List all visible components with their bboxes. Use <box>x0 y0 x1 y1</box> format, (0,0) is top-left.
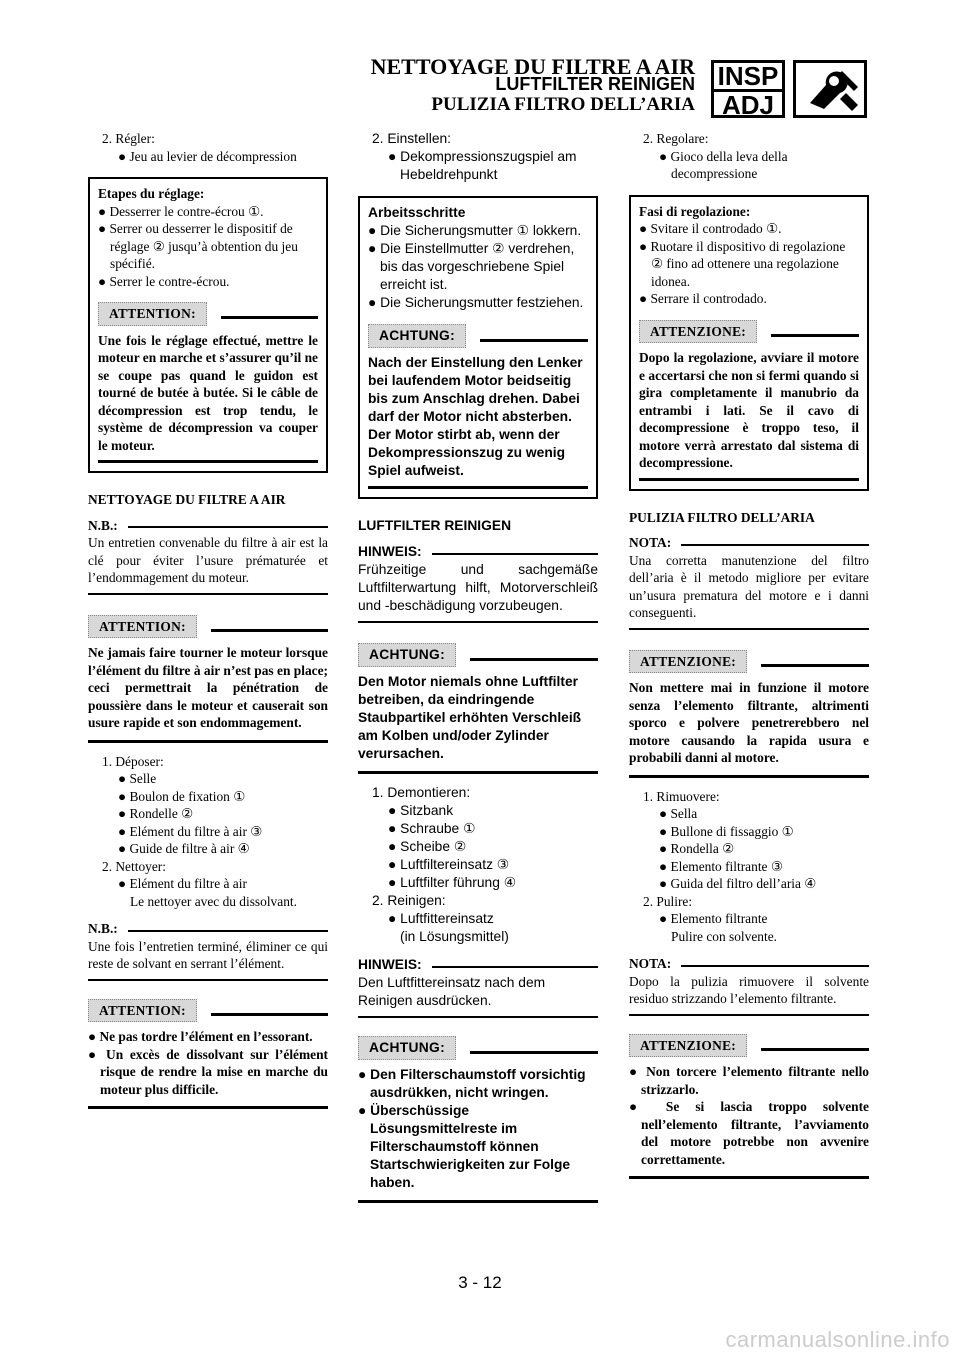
it-step2: 2. Regolare: <box>643 131 709 146</box>
it-note-2-label: NOTA: <box>629 955 869 973</box>
fr-box-bullet-1: ● Desserrer le contre-écrou ①. <box>98 203 264 219</box>
fr-note-1-text: Un entretien convenable du filtre à air … <box>88 535 328 585</box>
it-box-title: Fasi di regolazione: <box>639 203 751 219</box>
de-warning-1-label: ACHTUNG: <box>358 643 598 667</box>
fr-warning-1-label: ATTENTION: <box>88 614 328 638</box>
it-step2-clean: 2. Pulire: <box>643 893 693 909</box>
it-warning-1-text: Non mettere mai in funzione il motore se… <box>629 680 869 765</box>
de-step2-clean-bullet: ● Luftfittereinsatz <box>388 911 494 926</box>
it-note-1-text: Una corretta manutenzione del filtro del… <box>629 552 869 621</box>
it-box-bullet-3: ● Serrare il controdado. <box>639 291 767 306</box>
it-step1-bullet-4: ● Elemento filtrante ③ <box>659 858 783 874</box>
de-warning-2-label: ACHTUNG: <box>358 1036 598 1060</box>
badge-adj: ADJ <box>721 90 774 120</box>
de-step2-bullet: ● Dekompressionszugspiel am Hebeldrehpun… <box>388 149 577 182</box>
it-warning-2-bullet-2: ● Se si lascia troppo solvente nell’elem… <box>629 1099 869 1167</box>
it-box-bullet-2: ● Ruotare il dispositivo di regolazione … <box>639 238 846 289</box>
it-step2-clean-bullet: ● Elemento filtrante <box>659 911 768 926</box>
fr-step2-clean: 2. Nettoyer: <box>102 858 166 874</box>
watermark: carmanualsonline.info <box>725 1327 950 1352</box>
de-step2-clean: 2. Reinigen: <box>372 893 446 908</box>
fr-box-warning-text: Une fois le réglage effectué, mettre le … <box>98 332 318 453</box>
de-note-1-label: HINWEIS: <box>358 543 598 561</box>
de-warning-2-bullet-1: ● Den Filterschaumstoff vorsichtig ausdr… <box>358 1067 586 1100</box>
it-step1-bullet-5: ● Guida del filtro dell’aria ④ <box>659 876 817 891</box>
fr-box-warning-label: ATTENTION: <box>98 302 318 326</box>
it-step1-bullet-1: ● Sella <box>659 806 698 821</box>
de-note-2-label: HINWEIS: <box>358 956 598 974</box>
fr-step1-bullet-1: ● Selle <box>118 771 157 786</box>
de-box-bullet-3: ● Die Sicherungsmutter festziehen. <box>368 295 584 310</box>
fr-step2-clean-detail: Le nettoyer avec du dissolvant. <box>130 893 297 909</box>
it-step1-bullet-2: ● Bullone di fissaggio ① <box>659 823 794 839</box>
de-box-bullet-2: ● Die Einstellmutter ② verdrehen, bis da… <box>368 241 575 292</box>
fr-step2-bullet: ● Jeu au levier de décompression <box>118 148 297 164</box>
de-box-warning-text: Nach der Einstellung den Lenker bei lauf… <box>368 355 583 478</box>
fr-step1-bullet-4: ● Elément du filtre à air ③ <box>118 823 263 839</box>
de-warning-2-bullet-2: ● Überschüssige Lösungsmittelreste im Fi… <box>358 1103 571 1190</box>
fr-warning-2-bullet-2: ● Un excès de dissolvant sur l’élément r… <box>88 1046 329 1097</box>
de-step2: 2. Einstellen: <box>372 131 451 146</box>
fr-note-2-text: Une fois l’entretien terminé, éliminer c… <box>88 938 328 972</box>
column-italian: 2. Regolare: ● Gioco della leva della de… <box>629 130 869 1189</box>
de-step1-bullet-3: ● Scheibe ② <box>388 839 467 854</box>
de-box-bullet-1: ● Die Sicherungsmutter ① lokkern. <box>368 223 582 238</box>
it-box-warning-text: Dopo la regolazione, avviare il motore e… <box>639 350 859 470</box>
insp-adj-badge: INSP ADJ <box>711 60 785 118</box>
fr-warning-2-bullet-1: ● Ne pas tordre l’élément en l’essorant. <box>88 1029 313 1044</box>
fr-box-bullet-2: ● Serrer ou desserrer le dispositif de r… <box>98 221 298 271</box>
it-adjust-box: Fasi di regolazione: ● Svitare il contro… <box>629 194 869 491</box>
column-french: 2. Régler: ● Jeu au levier de décompress… <box>88 130 328 1119</box>
it-step1: 1. Rimuovere: <box>643 788 720 804</box>
fr-step1-bullet-2: ● Boulon de fixation ① <box>118 788 246 804</box>
header-title-de: LUFTFILTER REINIGEN <box>495 74 695 94</box>
de-note-1-text: Frühzeitige und sachgemäße Luftfilterwar… <box>358 562 598 613</box>
de-step1-bullet-5: ● Luftfilter führung ④ <box>388 875 517 890</box>
it-note-2-text: Dopo la pulizia rimuovere il solvente re… <box>629 973 869 1007</box>
fr-step2: 2. Régler: <box>102 131 155 146</box>
fr-warning-2-label: ATTENTION: <box>88 998 328 1022</box>
fr-note-1-label: N.B.: <box>88 517 328 535</box>
de-step1-bullet-2: ● Schraube ① <box>388 821 476 836</box>
it-step2-bullet: ● Gioco della leva della decompressione <box>659 148 788 182</box>
de-box-warning-label: ACHTUNG: <box>368 324 588 348</box>
it-step2-clean-detail: Pulire con solvente. <box>671 928 777 944</box>
it-note-1-label: NOTA: <box>629 534 869 552</box>
fr-step1-bullet-3: ● Rondelle ② <box>118 806 194 821</box>
fr-step2-clean-bullet: ● Elément du filtre à air <box>118 876 247 891</box>
page-number: 3 - 12 <box>458 1273 502 1292</box>
it-box-bullet-1: ● Svitare il controdado ①. <box>639 221 782 236</box>
header-title-fr: NETTOYAGE DU FILTRE A AIR <box>370 54 695 79</box>
fr-section-title: NETTOYAGE DU FILTRE A AIR <box>88 492 286 507</box>
wrench-icon <box>793 60 867 118</box>
fr-warning-1-text: Ne jamais faire tourner le moteur lorsqu… <box>88 645 328 730</box>
de-warning-1-text: Den Motor niemals ohne Luftfilter betrei… <box>358 674 582 761</box>
de-section-title: LUFTFILTER REINIGEN <box>358 518 512 533</box>
it-step1-bullet-3: ● Rondella ② <box>659 841 735 856</box>
de-step2-clean-detail: (in Lösungsmittel) <box>400 929 509 944</box>
badge-insp: INSP <box>714 63 782 92</box>
header-title-it: PULIZIA FILTRO DELL’ARIA <box>431 94 695 115</box>
it-warning-2-label: ATTENZIONE: <box>629 1033 869 1057</box>
de-adjust-box: Arbeitsschritte ● Die Sicherungsmutter ①… <box>358 196 598 499</box>
fr-step1: 1. Déposer: <box>102 753 164 769</box>
fr-box-bullet-3: ● Serrer le contre-écrou. <box>98 273 230 289</box>
de-step1-bullet-4: ● Luftfiltereinsatz ③ <box>388 857 510 872</box>
de-box-title: Arbeitsschritte <box>368 205 466 220</box>
it-box-warning-label: ATTENZIONE: <box>639 319 859 343</box>
column-german: 2. Einstellen: ● Dekompressionszugspiel … <box>358 130 598 1213</box>
it-warning-2-bullet-1: ● Non torcere l’elemento filtrante nello… <box>629 1064 869 1097</box>
it-warning-1-label: ATTENZIONE: <box>629 649 869 673</box>
fr-step1-bullet-5: ● Guide de filtre à air ④ <box>118 841 250 856</box>
fr-note-2-label: N.B.: <box>88 920 328 938</box>
fr-box-title: Etapes du réglage: <box>98 186 205 201</box>
it-section-title: PULIZIA FILTRO DELL’ARIA <box>629 509 815 525</box>
de-step1-bullet-1: ● Sitzbank <box>388 803 454 818</box>
de-note-2-text: Den Luftfittereinsatz nach dem Reinigen … <box>358 975 546 1008</box>
fr-adjust-box: Etapes du réglage: ● Desserrer le contre… <box>88 177 328 473</box>
de-step1: 1. Demontieren: <box>372 785 471 800</box>
